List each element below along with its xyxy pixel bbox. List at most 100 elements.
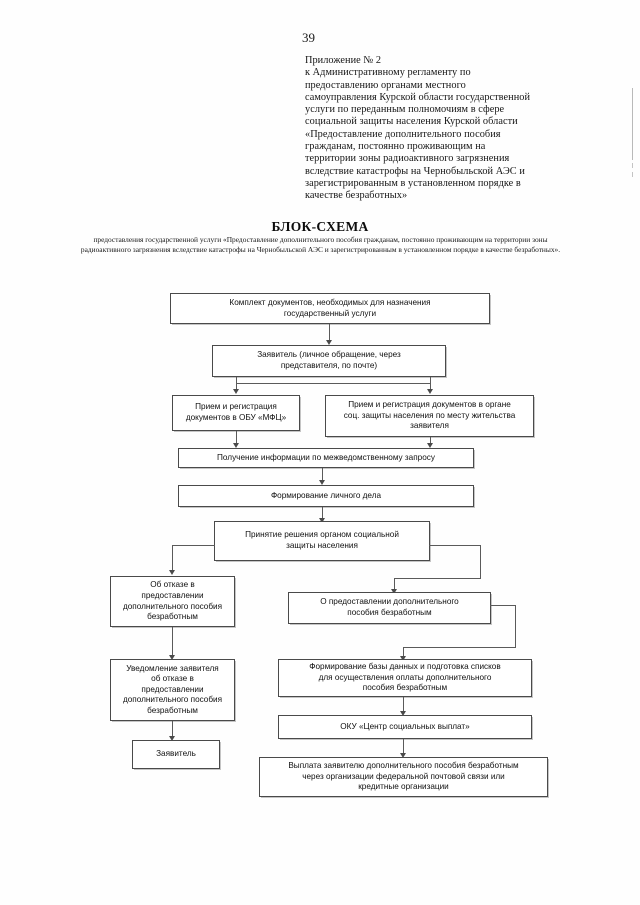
connector-notice-to-applicant-end [172,721,173,739]
node-decision-line1: Принятие решения органом социальной [245,530,399,540]
header-line-11: качестве безработных» [305,190,408,202]
node-refusal-notice-line5: безработным [147,705,198,715]
node-interagency-request-line1: Получение информации по межведомственном… [217,452,435,462]
node-approval-line1: О предоставлении дополнительного [320,597,459,607]
connector-database-to-payment-center [403,697,404,714]
node-applicant-end: Заявитель [132,740,220,769]
node-refusal: Об отказе в предоставлении дополнительно… [110,576,235,627]
connector-approval-right [490,605,515,606]
connector-personal-file-to-decision [322,507,323,520]
connector-applicant-split [236,383,430,384]
arrow-applicant-to-mfc [233,389,239,394]
arrow-payment-center-to-payment [400,753,406,758]
connector-applicant-stem-left [236,377,237,384]
header-line-9: вследствие катастрофы на Чернобыльской А… [305,165,525,177]
node-decision: Принятие решения органом социальной защи… [214,521,430,561]
arrow-mfc-to-interagency [233,443,239,448]
arrow-personal-file-to-decision [319,518,325,523]
node-reception-social-line2: соц. защиты населения по месту жительств… [343,410,516,420]
connector-decision-left-down [172,545,173,573]
node-reception-social-line1: Прием и регистрация документов в органе [348,400,511,410]
header-line-1: к Административному регламенту по [305,67,471,79]
node-approval: О предоставлении дополнительного пособия… [288,592,491,624]
node-refusal-notice-line4: дополнительного пособия [122,695,223,705]
arrow-approval-to-database [400,656,406,661]
header-line-5: социальной защиты населения Курской обла… [305,116,518,128]
node-payment-line2: через организации федеральной почтовой с… [302,771,505,781]
node-refusal-notice-line3: предоставлении [141,684,204,694]
node-personal-file-line1: Формирование личного дела [270,490,382,500]
connector-approval-to-database [403,647,404,659]
node-payment: Выплата заявителю дополнительного пособи… [259,757,548,797]
node-applicant-entry: Заявитель (личное обращение, через предс… [212,345,446,377]
header-line-4: услуги по переданным полномочиям в сфере [305,104,505,116]
arrow-database-to-payment-center [400,711,406,716]
arrow-documents-to-applicant [326,340,332,345]
node-refusal-line3: дополнительного пособия [122,601,223,611]
header-line-2: предоставлению органами местного [305,79,466,91]
node-refusal-notice: Уведомление заявителя об отказе в предос… [110,659,235,721]
connector-decision-right-down2 [394,578,395,592]
node-reception-social: Прием и регистрация документов в органе … [325,395,534,437]
node-reception-mfc-line1: Прием и регистрация [195,402,277,412]
node-refusal-line1: Об отказе в [150,580,195,590]
node-reception-social-line3: заявителя [410,421,449,431]
node-reception-mfc-line2: документов в ОБУ «МФЦ» [185,413,287,422]
connector-applicant-stem-right [430,377,431,384]
node-refusal-notice-line2: об отказе в [151,674,194,684]
arrow-social-to-interagency [427,443,433,448]
node-applicant-end-line1: Заявитель [156,749,196,759]
node-refusal-line2: предоставлении [141,590,204,600]
node-payment-center: ОКУ «Центр социальных выплат» [278,715,532,739]
node-documents-set: Комплект документов, необходимых для наз… [170,293,490,324]
page-number: 39 [302,30,315,45]
node-database-formation-line3: пособия безработным [362,683,448,693]
header-line-8: территории зоны радиоактивного загрязнен… [305,153,510,165]
node-payment-center-line1: ОКУ «Центр социальных выплат» [340,721,470,731]
header-line-10: зарегистрированным в установленном поряд… [305,177,521,189]
connector-payment-center-to-payment [403,739,404,756]
appendix-header: Приложение № 2 к Административному регла… [305,55,585,203]
page-title: БЛОК-СХЕМА [271,219,369,234]
node-applicant-entry-line1: Заявитель (личное обращение, через [257,350,401,360]
arrow-notice-to-applicant-end [169,736,175,741]
connector-mfc-to-interagency [236,431,237,445]
connector-social-to-interagency [430,437,431,445]
connector-approval-right-down [515,605,516,647]
node-documents-set-line2: государственный услуги [283,308,377,318]
connector-decision-left-elbow [172,545,215,546]
arrow-applicant-to-social [427,389,433,394]
connector-decision-right-elbow2 [394,578,481,579]
header-line-6: «Предоставление дополнительного пособия [305,128,501,140]
node-payment-line1: Выплата заявителю дополнительного пособи… [288,761,519,771]
node-database-formation-line1: Формирование базы данных и подготовка сп… [309,662,501,672]
arrow-refusal-to-notice [169,655,175,660]
node-refusal-notice-line1: Уведомление заявителя [126,663,219,673]
arrow-decision-to-approval [391,589,397,594]
connector-decision-right-down [480,545,481,578]
connector-applicant-to-mfc [236,383,237,391]
header-line-7: гражданам, постоянно проживающим на [305,141,486,153]
node-database-formation-line2: для осуществления оплаты дополнительного [318,672,492,682]
node-refusal-line4: безработным [147,612,198,622]
node-interagency-request: Получение информации по межведомственном… [178,448,474,468]
node-personal-file: Формирование личного дела [178,485,474,507]
arrow-decision-to-refusal [169,570,175,575]
node-documents-set-line1: Комплект документов, необходимых для наз… [229,297,431,307]
node-database-formation: Формирование базы данных и подготовка сп… [278,659,532,697]
node-approval-line2: пособия безработным [347,608,432,617]
arrow-interagency-to-personal-file [319,480,325,485]
scan-artifact-line [632,88,633,160]
connector-decision-right-elbow [429,545,480,546]
node-reception-mfc: Прием и регистрация документов в ОБУ «МФ… [172,395,300,431]
connector-interagency-to-personal-file [322,468,323,482]
connector-refusal-to-notice [172,627,173,658]
node-decision-line2: защиты населения [286,541,358,550]
header-line-0: Приложение № 2 [305,55,382,66]
connector-approval-elbow-bottom [403,647,516,648]
scan-artifact-dash-1 [632,163,633,168]
connector-documents-to-applicant [329,324,330,342]
page-subtitle: предоставления государственной услуги «П… [80,235,561,254]
node-payment-line3: кредитные организации [358,782,449,792]
